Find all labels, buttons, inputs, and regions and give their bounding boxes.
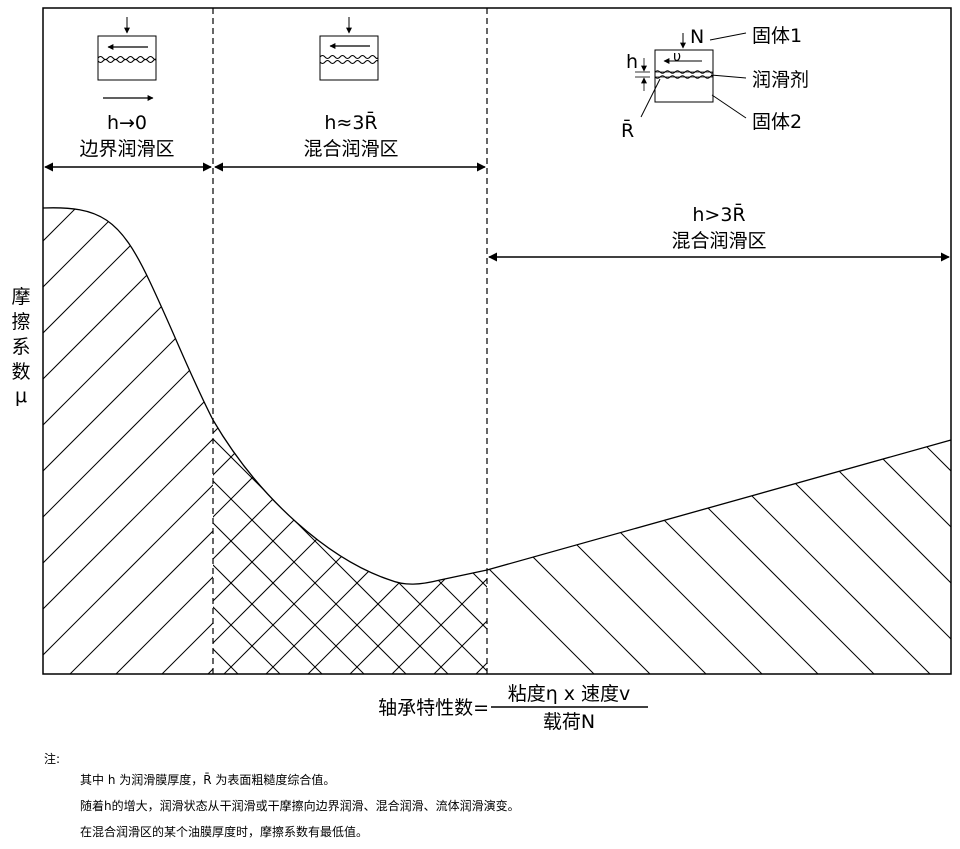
- x-axis-prefix: 轴承特性数=: [378, 697, 489, 719]
- inset-solid2-label: 固体2: [752, 111, 802, 133]
- inset-lubricant-label: 润滑剂: [752, 69, 809, 91]
- fluid-h-label: h>3R̄: [692, 202, 745, 226]
- hatch-line: [487, 440, 809, 674]
- hatch-line: [387, 420, 487, 674]
- hatch-line: [43, 207, 213, 675]
- hatch-line: [598, 320, 960, 720]
- mixed-contact-icon: [319, 17, 379, 81]
- hatch-line: [219, 420, 487, 674]
- hatch-line: [43, 207, 213, 675]
- inset-film-label: h: [626, 51, 638, 73]
- hatch-line: [487, 440, 641, 674]
- hatch-line: [635, 440, 951, 674]
- hatch-line: [261, 420, 487, 674]
- inset-roughness-label: R̄: [621, 118, 634, 142]
- hatch-line: [320, 100, 920, 700]
- hatch-line: [213, 420, 369, 674]
- hatch-line: [640, 320, 960, 720]
- mixed-region-hatch: [213, 320, 960, 720]
- hatch-line: [43, 207, 213, 675]
- hatch-line: [43, 207, 213, 675]
- boundary-contact-icon: [97, 17, 157, 101]
- hatch-line: [43, 207, 213, 675]
- inset-velocity-label: υ: [673, 49, 681, 65]
- hatch-line: [43, 207, 213, 675]
- hatch-line: [429, 420, 487, 674]
- hatch-line: [181, 207, 213, 675]
- y-axis-char-3: 系: [11, 336, 30, 358]
- hatch-line: [598, 320, 960, 720]
- hatch-line: [43, 207, 185, 675]
- hatch-line: [303, 420, 487, 674]
- hatch-line: [640, 320, 960, 720]
- hatch-line: [43, 207, 213, 675]
- hatch-line: [43, 207, 213, 675]
- hatch-line: [514, 320, 914, 720]
- y-axis-char-1: 摩: [11, 286, 30, 308]
- hatch-line: [682, 320, 960, 720]
- y-axis-char-4: 数: [11, 361, 30, 383]
- hatch-line: [747, 440, 951, 674]
- hatch-line: [213, 420, 369, 674]
- friction-curve: [42, 207, 952, 585]
- hatch-line: [487, 440, 697, 674]
- inset-solid1-label: 固体1: [752, 25, 802, 47]
- fluid-region-hatch: [487, 440, 951, 674]
- x-axis-label: 轴承特性数= 粘度η x 速度v 载荷N: [378, 683, 648, 733]
- lubrication-inset-icon: [635, 32, 747, 119]
- hatch-line: [43, 207, 213, 675]
- hatch-line: [43, 207, 93, 675]
- notes-title: 注:: [44, 752, 61, 766]
- plot-frame: [42, 7, 952, 675]
- boundary-region-name: 边界润滑区: [79, 138, 174, 160]
- hatch-line: [803, 440, 951, 674]
- note-line-1: 其中 h 为润滑膜厚度，R̄ 为表面粗糙度综合值。: [80, 773, 336, 787]
- hatch-line: [213, 420, 327, 674]
- hatch-line: [682, 320, 960, 720]
- mixed-h-label: h≈3R̄: [324, 110, 377, 134]
- hatch-line: [366, 100, 960, 700]
- y-axis-char-5: μ: [15, 385, 27, 407]
- hatch-line: [859, 440, 951, 674]
- boundary-h-label: h→0: [107, 112, 147, 134]
- hatch-line: [915, 440, 951, 674]
- hatch-line: [274, 100, 874, 700]
- x-axis-denominator: 载荷N: [543, 711, 595, 733]
- hatch-line: [213, 420, 243, 674]
- hatch-line: [345, 420, 487, 674]
- hatch-line: [213, 420, 411, 674]
- hatch-line: [429, 420, 487, 674]
- hatch-line: [514, 320, 914, 720]
- hatch-line: [213, 420, 487, 674]
- y-axis-char-2: 擦: [11, 311, 30, 333]
- hatch-line: [579, 440, 921, 674]
- hatch-line: [89, 207, 213, 675]
- diagram-svg: h→0 边界润滑区 h≈3R̄ 混合润滑区 h>3R̄ 混合润滑区 N υ h …: [11, 7, 960, 733]
- hatch-line: [213, 420, 487, 674]
- inset-load-label: N: [690, 26, 704, 48]
- hatch-line: [135, 207, 213, 675]
- hatch-line: [691, 440, 951, 674]
- boundary-region-hatch: [43, 100, 960, 700]
- hatch-line: [213, 420, 243, 674]
- hatch-line: [471, 420, 487, 674]
- hatch-line: [487, 440, 753, 674]
- note-line-3: 在混合润滑区的某个油膜厚度时，摩擦系数有最低值。: [80, 825, 369, 839]
- hatch-line: [556, 320, 956, 720]
- mixed-region-name: 混合润滑区: [303, 138, 398, 160]
- hatch-line: [213, 420, 327, 674]
- fluid-region-name: 混合润滑区: [671, 230, 766, 252]
- hatch-line: [213, 420, 453, 674]
- x-axis-numerator: 粘度η x 速度v: [508, 683, 631, 705]
- hatch-line: [556, 320, 956, 720]
- hatch-line: [471, 420, 487, 674]
- hatch-line: [228, 100, 828, 700]
- hatch-line: [43, 207, 213, 675]
- y-axis-label: 摩 擦 系 数 μ: [11, 286, 30, 407]
- note-line-2: 随着h的增大，润滑状态从干润滑或干摩擦向边界润滑、混合润滑、流体润滑演变。: [80, 799, 520, 813]
- hatch-line: [523, 440, 865, 674]
- hatch-line: [213, 420, 285, 674]
